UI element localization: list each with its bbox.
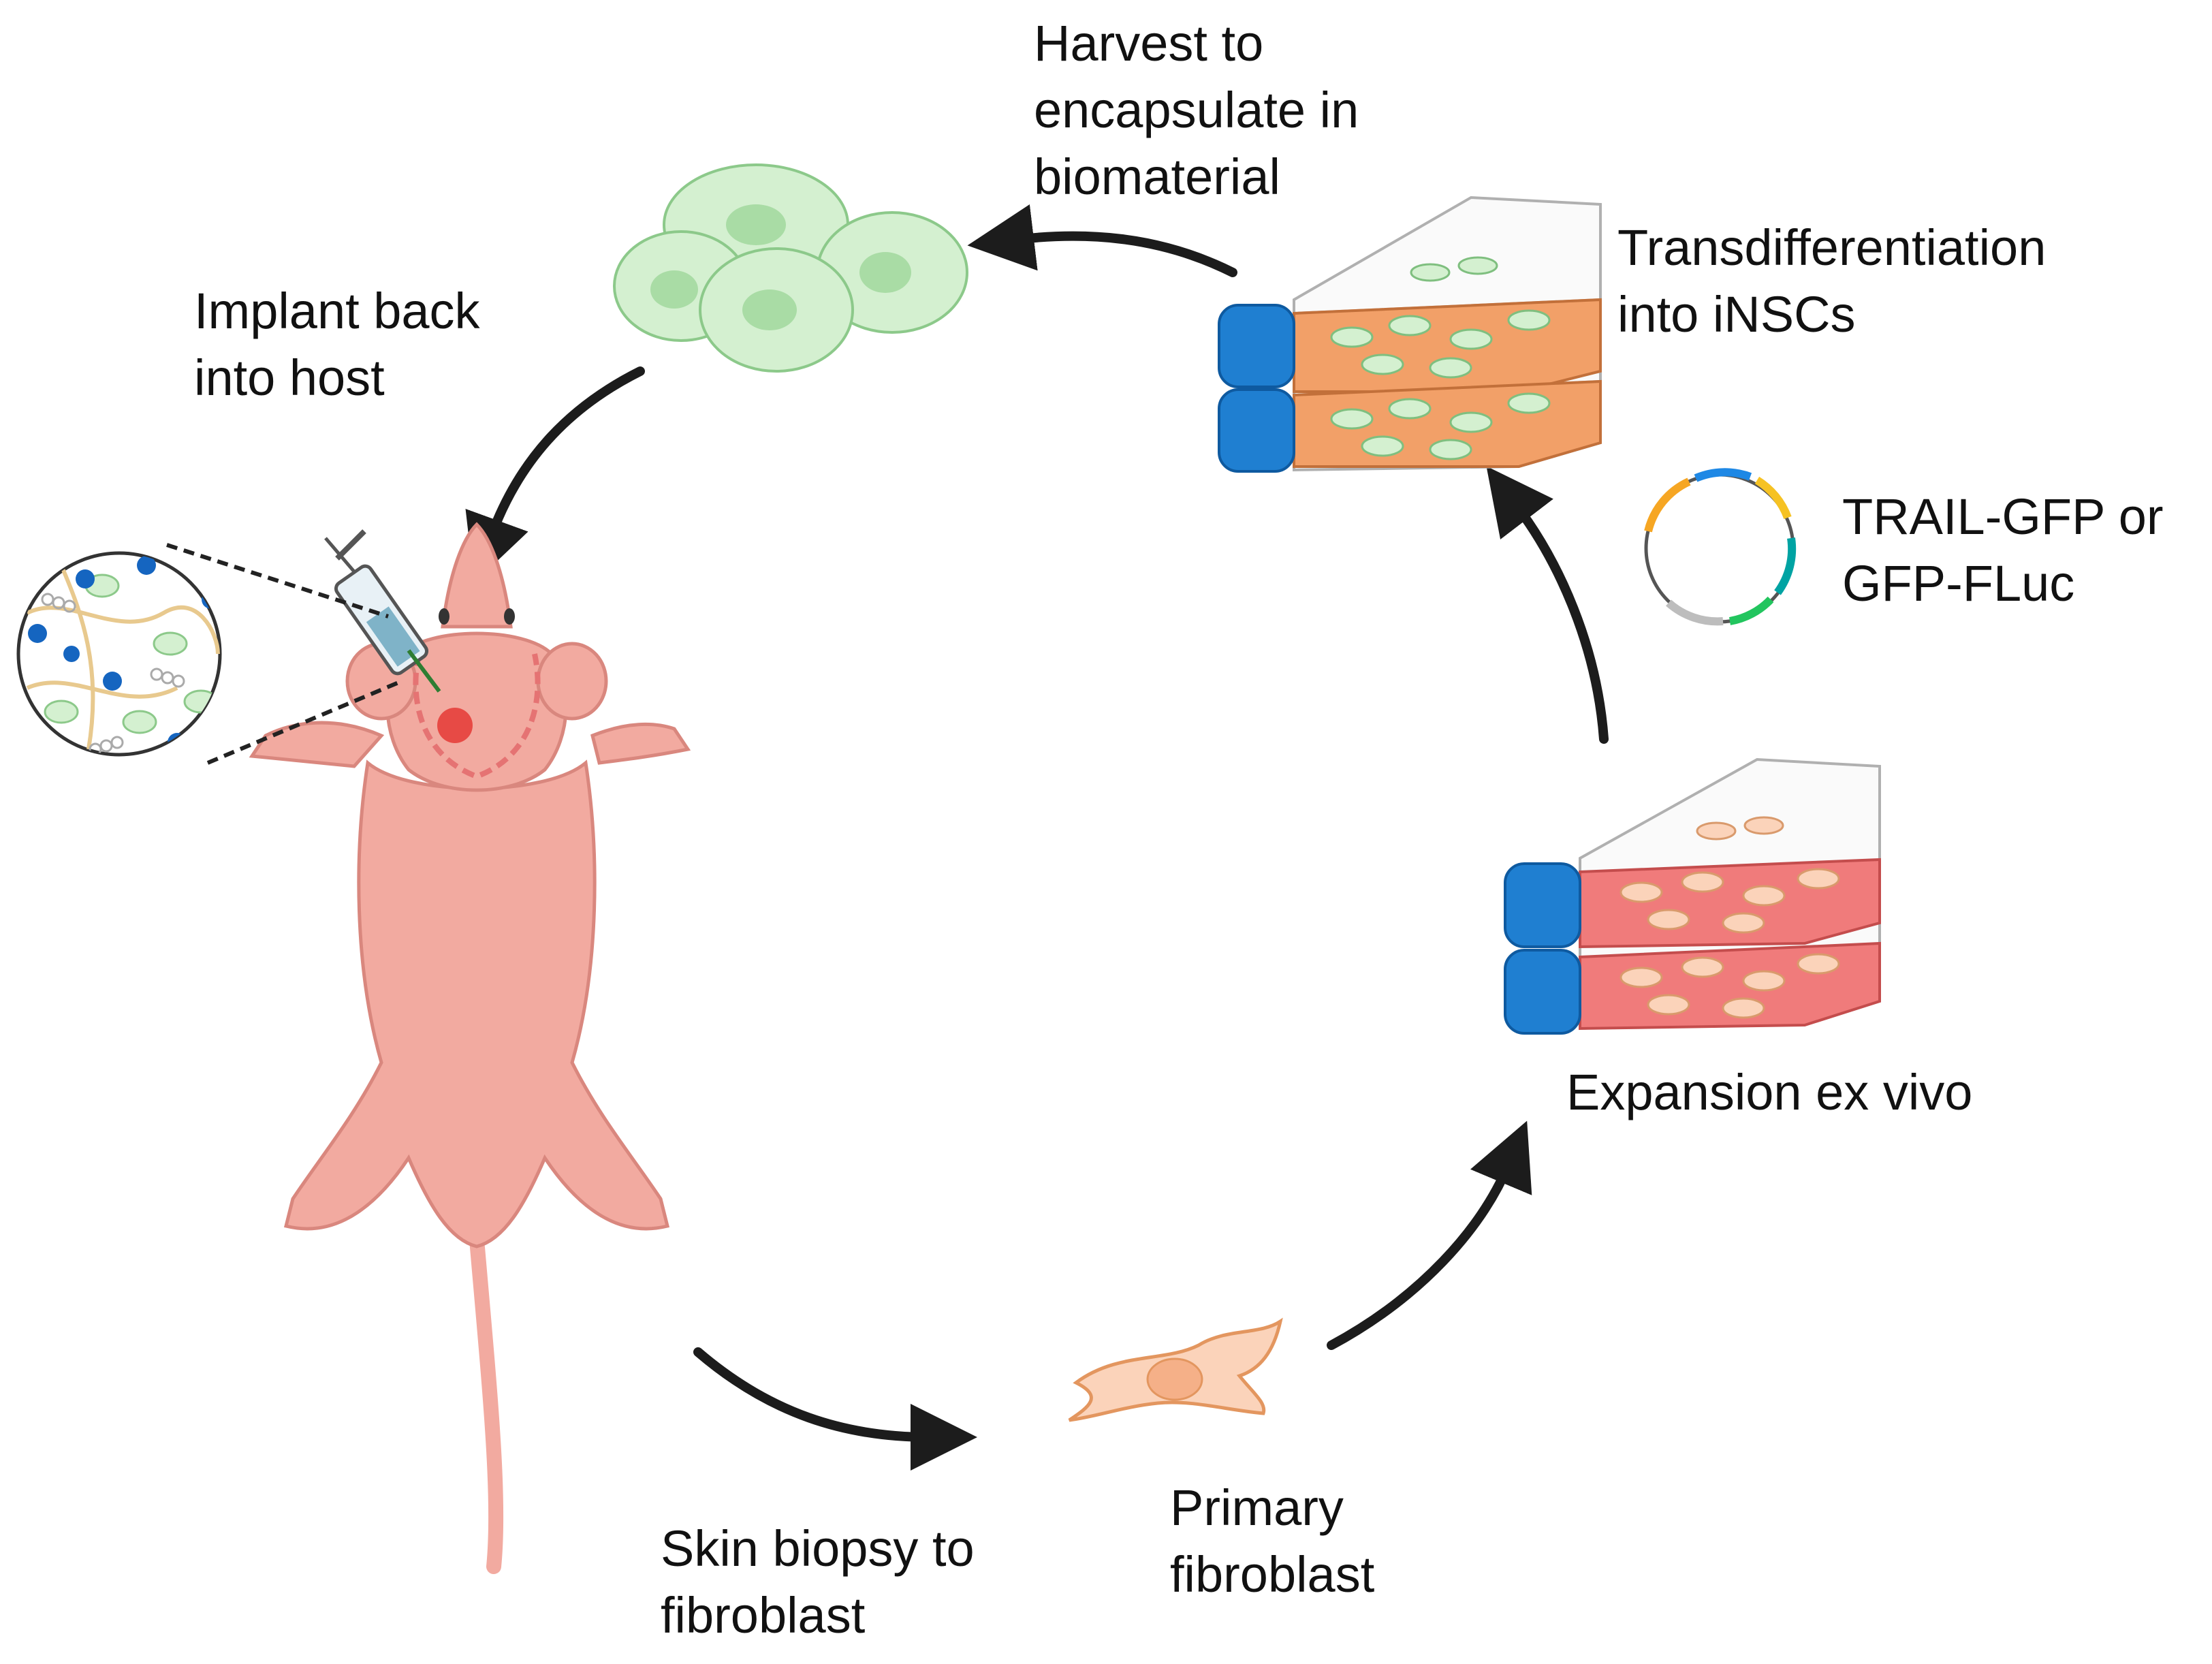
neural-stem-cells-icon <box>613 163 968 373</box>
label-primary-line-1: Primary <box>1170 1479 1344 1536</box>
nude-mouse-icon <box>249 522 691 1574</box>
label-transdiff-line-2: into iNSCs <box>1617 286 1856 343</box>
label-expansion-line-1: Expansion ex vivo <box>1566 1064 1973 1120</box>
syringe-icon <box>324 529 441 693</box>
label-harvest: Harvest to encapsulate in biomaterial <box>1034 10 1359 210</box>
fibroblast-cell-icon <box>1068 1317 1283 1422</box>
label-expansion: Expansion ex vivo <box>1566 1059 1972 1126</box>
label-plasmid-line-2: GFP-FLuc <box>1842 555 2075 612</box>
arrow-biopsy <box>693 1347 977 1471</box>
arrow-expansion <box>1327 1120 1532 1350</box>
label-plasmid: TRAIL-GFP or GFP-FLuc <box>1842 484 2164 617</box>
label-implant-line-1: Implant back <box>194 283 480 339</box>
expansion-flask-icon <box>1504 757 1881 1035</box>
label-harvest-line-3: biomaterial <box>1034 148 1280 205</box>
transdiff-flask-icon <box>1218 195 1602 473</box>
arrow-implant <box>465 366 645 583</box>
cycle-arrows <box>465 204 1609 1471</box>
label-transdiff: Transdifferentiation into iNSCs <box>1617 215 2046 348</box>
arrow-harvest <box>967 204 1237 277</box>
label-biopsy: Skin biopsy to fibroblast <box>661 1516 975 1649</box>
arrow-transdiff <box>1486 466 1609 744</box>
label-transdiff-line-1: Transdifferentiation <box>1617 219 2047 276</box>
plasmid-icon <box>1644 468 1797 626</box>
label-implant: Implant back into host <box>194 278 480 411</box>
label-biopsy-line-2: fibroblast <box>661 1587 866 1644</box>
label-biopsy-line-1: Skin biopsy to <box>661 1520 975 1577</box>
label-primary-line-2: fibroblast <box>1170 1546 1375 1603</box>
label-harvest-line-2: encapsulate in <box>1034 82 1359 138</box>
label-implant-line-2: into host <box>194 349 385 406</box>
label-harvest-line-1: Harvest to <box>1034 15 1264 72</box>
label-primary: Primary fibroblast <box>1170 1475 1374 1608</box>
label-plasmid-line-1: TRAIL-GFP or <box>1842 488 2164 545</box>
hydrogel-magnified-icon <box>16 543 403 765</box>
